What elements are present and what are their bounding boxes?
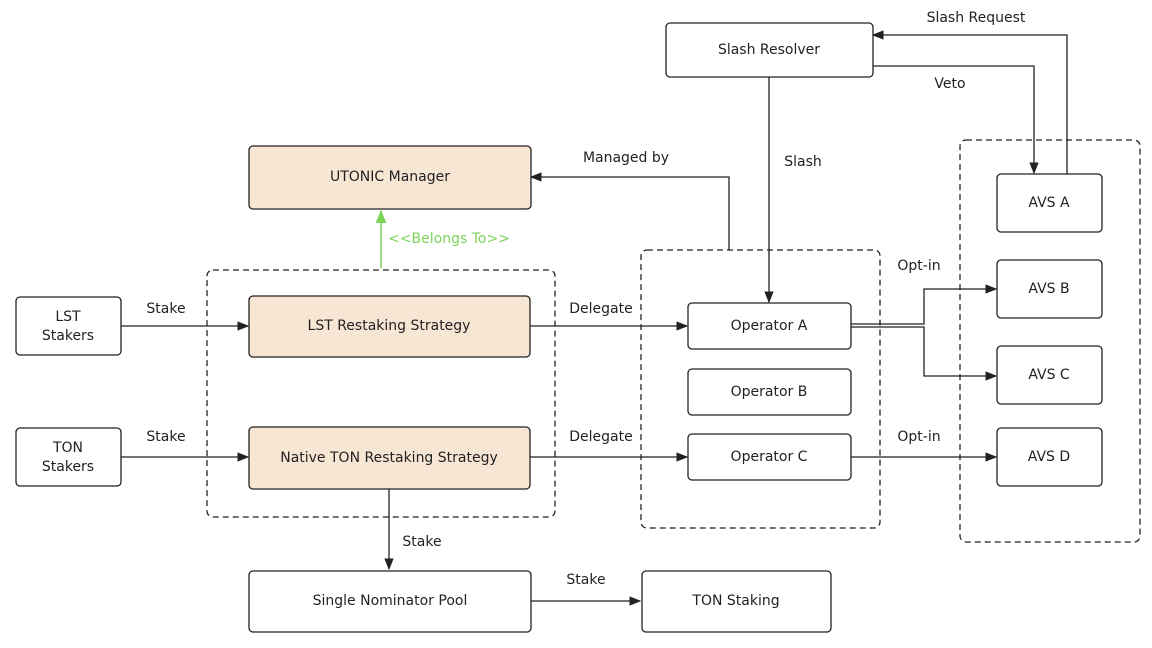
single-nominator-pool-label: Single Nominator Pool: [313, 593, 468, 609]
avs-d-label: AVS D: [1028, 449, 1070, 465]
operator-a-box: [687, 302, 852, 350]
belongs-to-label: <<Belongs To>>: [388, 231, 510, 247]
ton-staking-box: [641, 570, 832, 633]
utonic-manager-box: [248, 145, 532, 210]
stake-ton-staking-label: Stake: [566, 572, 605, 588]
ton-stakers-label-line2: Stakers: [42, 459, 94, 475]
veto-label: Veto: [934, 76, 965, 92]
avs-b-box: [996, 259, 1103, 319]
delegate-lst-label: Delegate: [569, 301, 632, 317]
lst-stakers-label-line1: LST: [55, 309, 81, 325]
stake-ton-label: Stake: [146, 429, 185, 445]
stake-lst-label: Stake: [146, 301, 185, 317]
opt-in-avs-b-edge: [851, 284, 998, 325]
opt-in-c-label: Opt-in: [897, 429, 940, 445]
operator-c-label: Operator C: [731, 449, 808, 465]
avs-group: [959, 139, 1141, 543]
operator-c-box: [687, 433, 852, 481]
native-strategy-label: Native TON Restaking Strategy: [280, 450, 498, 466]
operator-a-label: Operator A: [731, 318, 808, 334]
veto-edge: [873, 65, 1039, 175]
operators-group: [640, 249, 881, 529]
operator-b-box: [687, 368, 852, 416]
opt-in-a-label: Opt-in: [897, 258, 940, 274]
avs-c-label: AVS C: [1028, 367, 1070, 383]
ton-staking-label: TON Staking: [691, 593, 779, 609]
lst-stakers-label-line2: Stakers: [42, 328, 94, 344]
avs-b-label: AVS B: [1028, 281, 1069, 297]
avs-d-box: [996, 427, 1103, 487]
slash-label: Slash: [784, 154, 822, 170]
managed-by-label: Managed by: [583, 150, 669, 166]
native-strategy-box: [248, 426, 531, 490]
lst-stakers-box: [15, 296, 122, 356]
avs-a-label: AVS A: [1028, 195, 1070, 211]
single-nominator-pool-box: [248, 570, 532, 633]
lst-strategy-box: [248, 295, 531, 358]
operator-b-label: Operator B: [731, 384, 808, 400]
slash-request-edge: [871, 30, 1068, 174]
lst-strategy-label: LST Restaking Strategy: [308, 318, 471, 334]
slash-resolver-box: [665, 22, 874, 78]
opt-in-avs-c-edge: [851, 326, 998, 381]
ton-stakers-label-line1: TON: [52, 440, 83, 456]
slash-resolver-label: Slash Resolver: [718, 42, 820, 58]
strategies-group: [206, 269, 556, 518]
avs-c-box: [996, 345, 1103, 405]
avs-a-box: [996, 173, 1103, 233]
utonic-manager-label: UTONIC Manager: [330, 169, 450, 185]
stake-pool-label: Stake: [402, 534, 441, 550]
delegate-native-label: Delegate: [569, 429, 632, 445]
slash-request-label: Slash Request: [927, 10, 1026, 26]
managed-by-edge: [529, 172, 730, 250]
ton-stakers-box: [15, 427, 122, 487]
